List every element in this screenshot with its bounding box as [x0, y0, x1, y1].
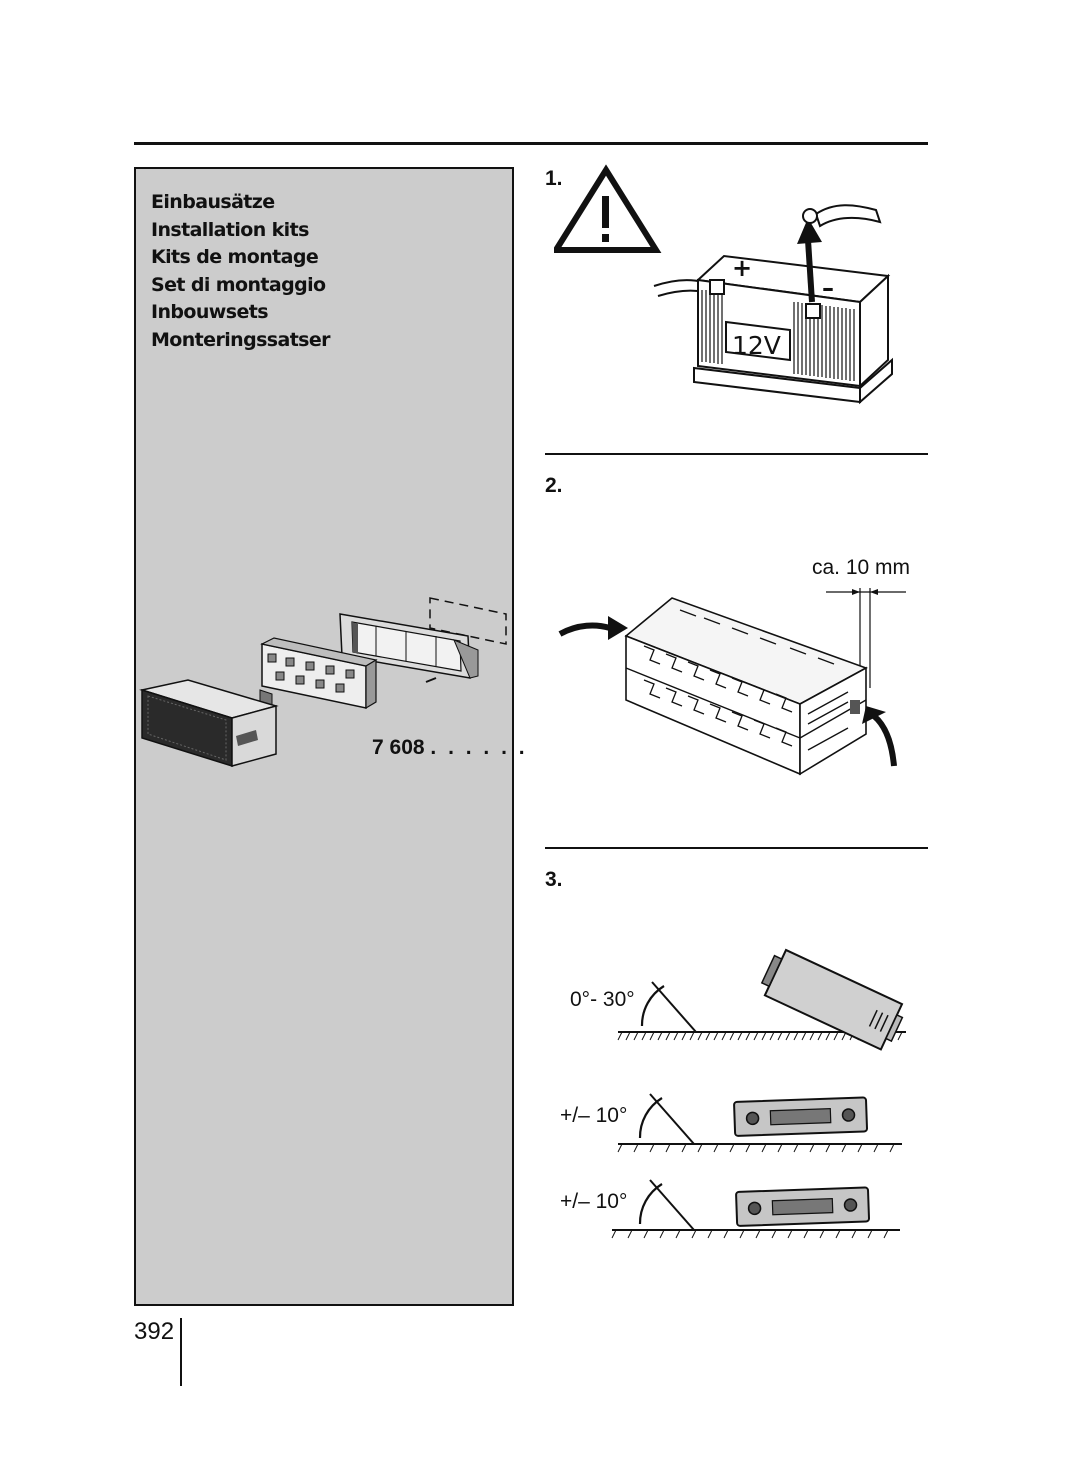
step-3-angle-illustration — [611, 948, 906, 1239]
kit-title-en: Installation kits — [151, 218, 309, 241]
kit-title-it: Set di montaggio — [151, 273, 326, 296]
page-number: 392 — [134, 1318, 175, 1345]
kit-title-de: Einbausätze — [151, 191, 275, 213]
kit-title-fr: Kits de montage — [151, 246, 319, 269]
step-3-divider — [545, 847, 928, 849]
page-number-bar — [180, 1318, 182, 1386]
kit-title-sv: Monteringssatser — [151, 328, 331, 351]
battery-plus-sign: + — [732, 254, 752, 282]
step-1-number: 1. — [545, 167, 563, 190]
top-rule — [134, 142, 928, 145]
step-2-divider — [545, 453, 928, 455]
warning-icon — [554, 164, 662, 253]
gap-dimension-label: ca. 10 mm — [812, 556, 911, 579]
step-1-battery-illustration: 12V + – — [554, 164, 893, 405]
kit-order-number: 7 608 . . . . . . — [372, 736, 528, 760]
order-number-value: 7 608 — [372, 736, 425, 759]
angle-label-tilt: 0°- 30° — [570, 988, 635, 1011]
step-2-number: 2. — [545, 474, 563, 497]
angle-label-level-1: +/– 10° — [560, 1104, 628, 1127]
order-number-dots: . . . . . . — [430, 736, 528, 759]
angle-label-level-2: +/– 10° — [560, 1190, 628, 1213]
battery-minus-sign: – — [822, 274, 834, 302]
kit-title-list: Einbausätze Installation kits Kits de mo… — [151, 189, 331, 355]
installation-kit-illustration — [139, 597, 507, 768]
step-3-number: 3. — [545, 868, 563, 891]
kit-title-nl: Inbouwsets — [151, 301, 269, 324]
battery-voltage-label: 12V — [732, 331, 781, 360]
step-2-mounting-frame-illustration — [558, 588, 906, 776]
